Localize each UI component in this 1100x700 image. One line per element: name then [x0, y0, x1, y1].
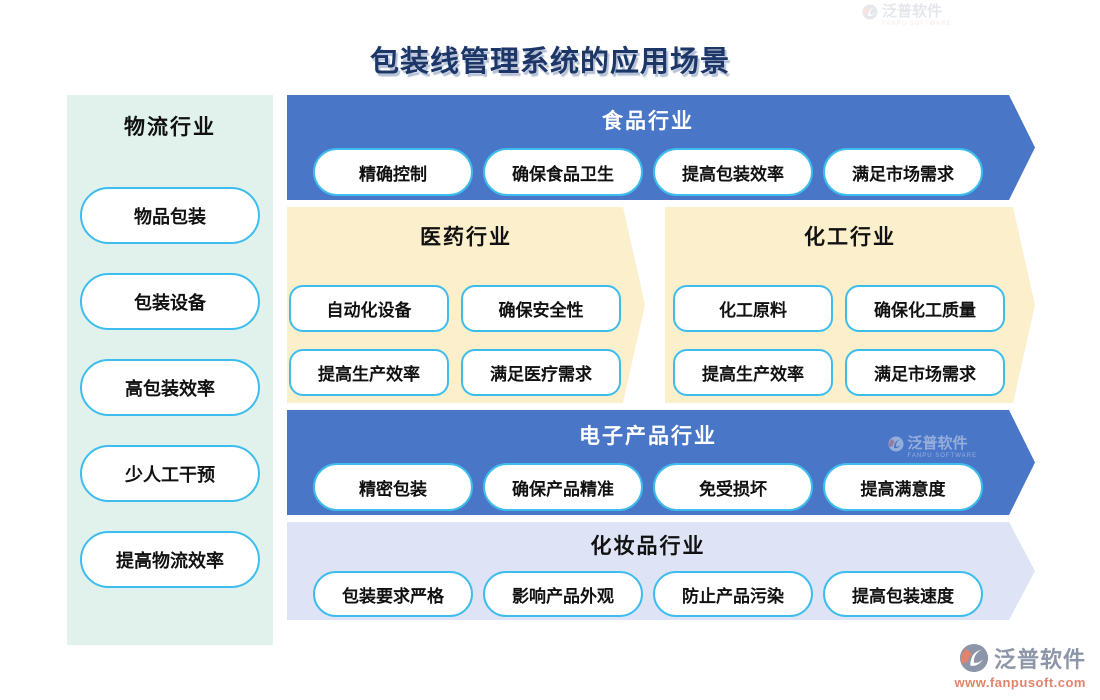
sidebar-pill-list: 物品包装 包装设备 高包装效率 少人工干预 提高物流效率: [67, 187, 273, 588]
pill-item: 免受损坏: [653, 463, 813, 511]
banner-cosmetics-pills: 包装要求严格 影响产品外观 防止产品污染 提高包装速度: [287, 571, 1009, 617]
banner-electronics-pills: 精密包装 确保产品精准 免受损坏 提高满意度: [287, 463, 1009, 511]
pill-item: 确保化工质量: [845, 285, 1005, 332]
pill-item: 确保食品卫生: [483, 148, 643, 196]
brand-url: www.fanpusoft.com: [954, 675, 1086, 690]
banner-chemical: 化工行业 化工原料 确保化工质量 提高生产效率 满足市场需求: [665, 207, 1035, 403]
pill-item: 提高生产效率: [673, 349, 833, 396]
pill-item: 精密包装: [313, 463, 473, 511]
sidebar-pill-item: 物品包装: [80, 187, 260, 244]
banner-food-pills: 精确控制 确保食品卫生 提高包装效率 满足市场需求: [287, 148, 1009, 196]
banner-food: 食品行业 精确控制 确保食品卫生 提高包装效率 满足市场需求: [287, 95, 1035, 200]
pill-item: 提高满意度: [823, 463, 983, 511]
fanpu-logo-icon: [959, 643, 989, 673]
banner-chemical-title: 化工行业: [804, 226, 896, 249]
banner-electronics: 泛普软件 FANPU SOFTWARE 电子产品行业 精密包装 确保产品精准 免…: [287, 410, 1035, 515]
banner-medical: 医药行业 自动化设备 确保安全性 提高生产效率 满足医疗需求: [287, 207, 645, 403]
pill-item: 影响产品外观: [483, 571, 643, 617]
fanpu-logo-icon: [862, 4, 878, 20]
pill-item: 提高包装速度: [823, 571, 983, 617]
watermark-subtext: FANPU SOFTWARE: [882, 21, 952, 27]
pill-item: 化工原料: [673, 285, 833, 332]
pill-item: 提高生产效率: [289, 349, 449, 396]
brand-name: 泛普软件: [993, 647, 1086, 672]
banner-medical-title: 医药行业: [420, 226, 512, 249]
banner-food-title: 食品行业: [602, 110, 694, 133]
page-title: 包装线管理系统的应用场景: [369, 46, 730, 78]
pill-item: 确保产品精准: [483, 463, 643, 511]
sidebar-pill-item: 高包装效率: [80, 359, 260, 416]
pill-item: 满足医疗需求: [461, 349, 621, 396]
banner-electronics-title: 电子产品行业: [579, 425, 717, 448]
pill-item: 包装要求严格: [313, 571, 473, 617]
sidebar-title: 物流行业: [124, 116, 216, 139]
pill-item: 自动化设备: [289, 285, 449, 332]
corner-watermark: 泛普软件 FANPU SOFTWARE: [862, 4, 951, 27]
pill-item: 防止产品污染: [653, 571, 813, 617]
banner-cosmetics-title: 化妆品行业: [590, 535, 706, 558]
banner-medical-pills: 自动化设备 确保安全性 提高生产效率 满足医疗需求: [287, 285, 645, 396]
pill-item: 提高包装效率: [653, 148, 813, 196]
banner-chemical-pills: 化工原料 确保化工质量 提高生产效率 满足市场需求: [665, 285, 1035, 396]
sidebar-logistics: 物流行业 物品包装 包装设备 高包装效率 少人工干预 提高物流效率: [67, 95, 273, 645]
pill-item: 满足市场需求: [845, 349, 1005, 396]
sidebar-pill-item: 少人工干预: [80, 445, 260, 502]
watermark-subtext: FANPU SOFTWARE: [907, 453, 977, 459]
pill-item: 精确控制: [313, 148, 473, 196]
pill-item: 确保安全性: [461, 285, 621, 332]
brand-logo: 泛普软件 www.fanpusoft.com: [954, 642, 1086, 690]
sidebar-pill-item: 提高物流效率: [80, 531, 260, 588]
pill-item: 满足市场需求: [823, 148, 983, 196]
banner-cosmetics: 化妆品行业 包装要求严格 影响产品外观 防止产品污染 提高包装速度: [287, 522, 1035, 620]
watermark-text: 泛普软件: [882, 3, 943, 20]
sidebar-pill-item: 包装设备: [80, 273, 260, 330]
